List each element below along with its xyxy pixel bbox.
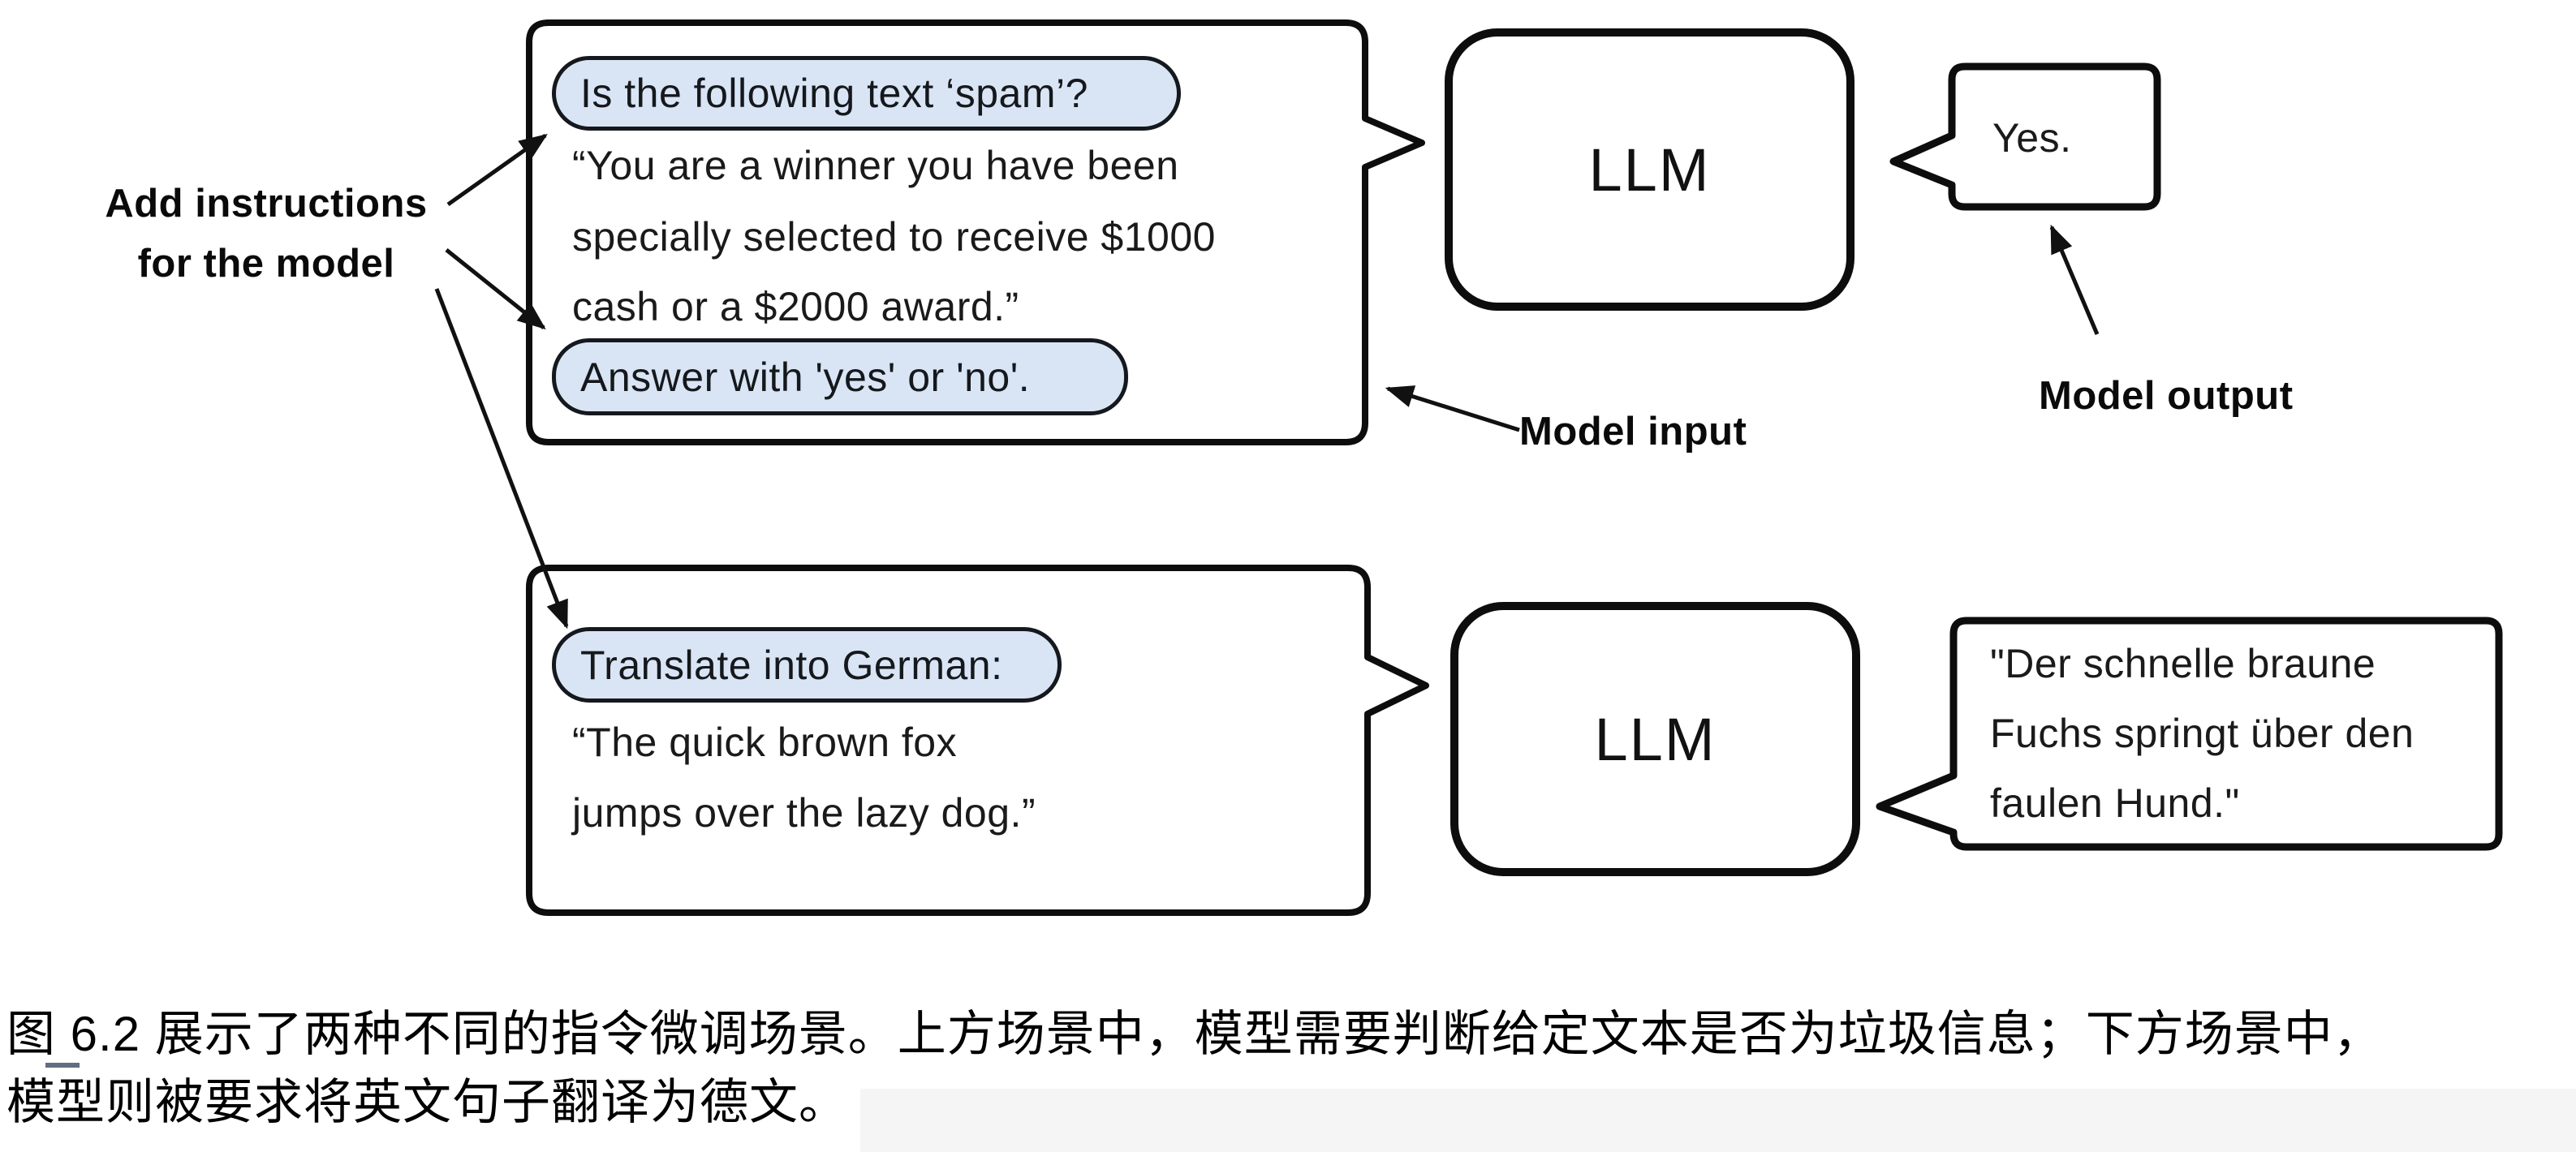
top-llm-box-shape [1445,28,1854,311]
instruction-pill-translate-label: Translate into German: [580,642,1003,688]
top-body-line-1: “You are a winner you have been [572,143,1179,188]
model-output-annotation: Model output [2039,374,2294,418]
caption-underline-artifact [45,1063,80,1068]
instruction-pill-answer-label: Answer with 'yes' or 'no'. [580,354,1031,400]
add-instructions-line-1: Add instructions [105,182,428,226]
add-instructions-annotation: Add instructions for the model [81,174,451,294]
figure-caption-line-1: 图 6.2 展示了两种不同的指令微调场景。上方场景中，模型需要判断给定文本是否为… [6,1007,2383,1061]
top-llm-label: LLM [1588,135,1711,204]
add-instructions-line-2: for the model [137,242,395,286]
model-input-annotation: Model input [1519,410,1747,453]
bottom-llm-label: LLM [1594,705,1717,773]
top-output-text: Yes. [1992,115,2072,161]
page-background-shade [860,1089,2576,1152]
bottom-output-line-2: Fuchs springt über den [1990,711,2414,756]
top-body-line-2: specially selected to receive $1000 [572,214,1216,260]
bottom-body-line-1: “The quick brown fox [572,720,958,765]
bottom-output-line-3: faulen Hund." [1990,780,2240,826]
figure-caption-line-2: 模型则被要求将英文句子翻译为德文。 [6,1075,848,1129]
instruction-pill-translate: Translate into German: [552,627,1062,703]
bottom-body-line-2: jumps over the lazy dog.” [572,790,1036,836]
instruction-pill-spam-label: Is the following text ‘spam’? [580,71,1088,116]
instruction-pill-answer: Answer with 'yes' or 'no'. [552,338,1128,415]
arrow-to-translate-pill [434,288,569,630]
bottom-llm-box-shape [1450,602,1860,876]
arrow-model-input [1385,385,1520,432]
bottom-output-bubble-shape [1876,617,2503,851]
top-output-bubble-shape [1889,62,2161,211]
arrow-to-instruction-pill-1 [446,133,548,207]
bottom-output-line-1: "Der schnelle braune [1990,641,2376,686]
arrow-to-instruction-pill-2 [445,248,546,330]
arrow-model-output [2049,224,2100,335]
top-body-line-3: cash or a $2000 award.” [572,284,1019,329]
instruction-pill-spam: Is the following text ‘spam’? [552,56,1181,131]
figure-caption: 图 6.2 展示了两种不同的指令微调场景。上方场景中，模型需要判断给定文本是否为… [6,1000,2571,1137]
